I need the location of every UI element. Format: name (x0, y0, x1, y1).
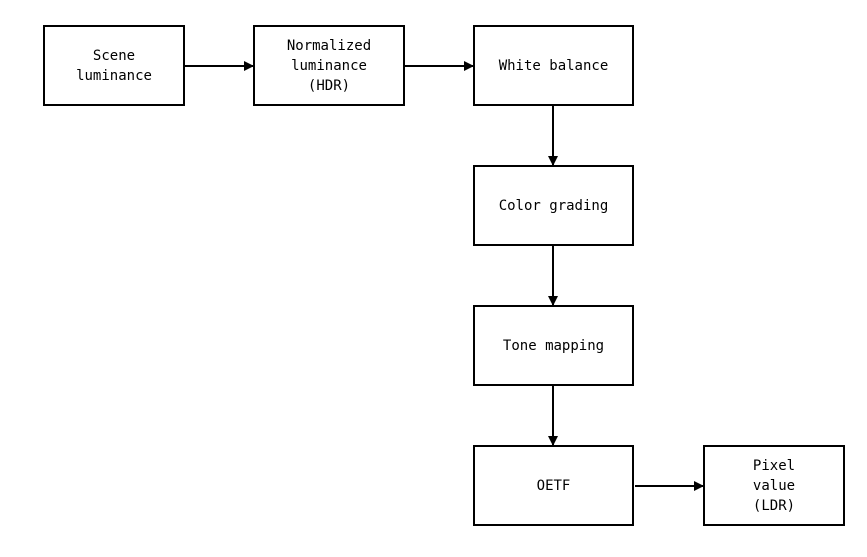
node-label: Color grading (498, 197, 609, 214)
node-tone-mapping: Tone mapping (473, 305, 634, 386)
node-normalized-luminance: Normalized luminance (HDR) (253, 25, 405, 106)
node-label: Pixel value (LDR) (752, 457, 796, 514)
node-pixel-value: Pixel value (LDR) (703, 445, 845, 526)
node-label: White balance (498, 57, 609, 74)
node-oetf: OETF (473, 445, 634, 526)
node-label: OETF (536, 477, 571, 494)
node-label: Normalized luminance (HDR) (286, 37, 372, 94)
node-color-grading: Color grading (473, 165, 634, 246)
node-label: Scene luminance (76, 47, 152, 84)
node-scene-luminance: Scene luminance (43, 25, 185, 106)
node-white-balance: White balance (473, 25, 634, 106)
node-label: Tone mapping (502, 337, 605, 354)
